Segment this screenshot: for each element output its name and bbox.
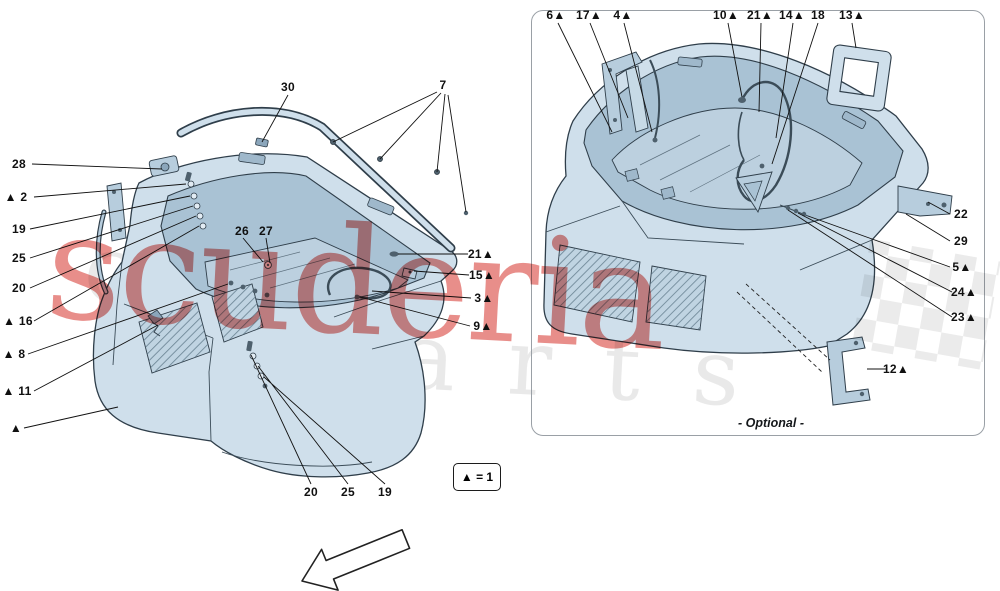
callout-13: 13▲ xyxy=(838,8,866,22)
callout-21-right: 21▲ xyxy=(746,8,774,22)
callout-25: 25 xyxy=(12,251,26,265)
callout-5: 5▲ xyxy=(952,260,972,274)
callout-25-bottom: 25 xyxy=(341,485,355,499)
callout-12: 12▲ xyxy=(882,362,910,376)
callout-3: 3▲ xyxy=(474,291,494,305)
callout-26: 26 xyxy=(235,224,249,238)
callout-4: 4▲ xyxy=(613,8,633,22)
right-assembly-art xyxy=(543,42,1000,406)
callout-29: 29 xyxy=(954,234,968,248)
callout-19-bottom: 19 xyxy=(378,485,392,499)
callout-21-left: 21▲ xyxy=(467,247,495,261)
triangle-legend-text: ▲ = 1 xyxy=(460,470,494,484)
callout-27: 27 xyxy=(259,224,273,238)
callout-14: 14▲ xyxy=(778,8,806,22)
callout-triangle: ▲ xyxy=(9,421,23,435)
triangle-legend: ▲ = 1 xyxy=(453,463,501,491)
callout-19: 19 xyxy=(12,222,26,236)
callout-30: 30 xyxy=(281,80,295,94)
callout-11: ▲ 11 xyxy=(2,384,32,398)
callout-15: 15▲ xyxy=(468,268,496,282)
callout-10: 10▲ xyxy=(712,8,740,22)
callout-2: ▲ 2 xyxy=(4,190,28,204)
callout-16: ▲ 16 xyxy=(3,314,33,328)
right-diagram-frame xyxy=(531,10,985,436)
leader-lines xyxy=(23,22,953,485)
callout-7: 7 xyxy=(439,78,447,92)
callout-8: ▲ 8 xyxy=(2,347,26,361)
callout-23: 23▲ xyxy=(950,310,978,324)
callout-20-bottom: 20 xyxy=(304,485,318,499)
callout-18: 18 xyxy=(811,8,825,22)
callout-24: 24▲ xyxy=(950,285,978,299)
callout-22: 22 xyxy=(954,207,968,221)
callout-17: 17▲ xyxy=(575,8,603,22)
direction-arrow xyxy=(301,528,411,591)
callout-28: 28 xyxy=(12,157,26,171)
callout-20: 20 xyxy=(12,281,26,295)
callout-6: 6▲ xyxy=(546,8,566,22)
callout-9: 9▲ xyxy=(473,319,493,333)
optional-label: - Optional - xyxy=(738,416,804,430)
checker-watermark xyxy=(851,238,1000,370)
